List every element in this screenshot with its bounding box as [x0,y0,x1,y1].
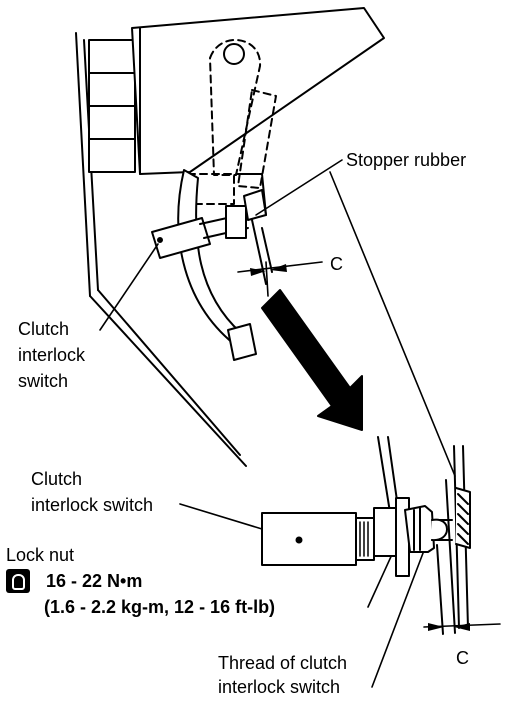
detail-view [261,436,471,635]
pedal-pad [227,323,257,361]
torque-wrench-icon [6,569,30,593]
dimension-c-bottom-label: C [456,648,469,668]
lock-nut-label: Lock nut [6,545,75,565]
torque-value-alt: (1.6 - 2.2 kg-m, 12 - 16 ft-lb) [44,597,276,617]
upper-switch-assembly [151,189,273,285]
clutch-switch-left-label-1: Clutch [18,319,70,339]
clutch-switch-mid-label-1: Clutch [31,469,83,489]
zoom-arrow [261,289,363,431]
leader-lines [99,159,456,688]
stopper-rubber-label: Stopper rubber [346,150,467,170]
clutch-pedal-arm [177,169,242,345]
pedal-bracket [88,7,385,175]
switch-dot-lower [295,536,303,544]
dimension-c-top-label: C [330,254,343,274]
clutch-switch-mid-label-2: interlock switch [31,495,154,515]
pedal-side-edge [235,173,267,216]
thread-label-2: interlock switch [218,677,341,697]
thread-label-1: Thread of clutch [218,653,348,673]
pivot-hole [223,43,245,65]
torque-value-nm: 16 - 22 N•m [46,571,143,591]
clutch-switch-left-label-2: interlock [18,345,86,365]
switch-dot-upper [157,237,163,243]
clutch-switch-left-label-3: switch [18,371,69,391]
